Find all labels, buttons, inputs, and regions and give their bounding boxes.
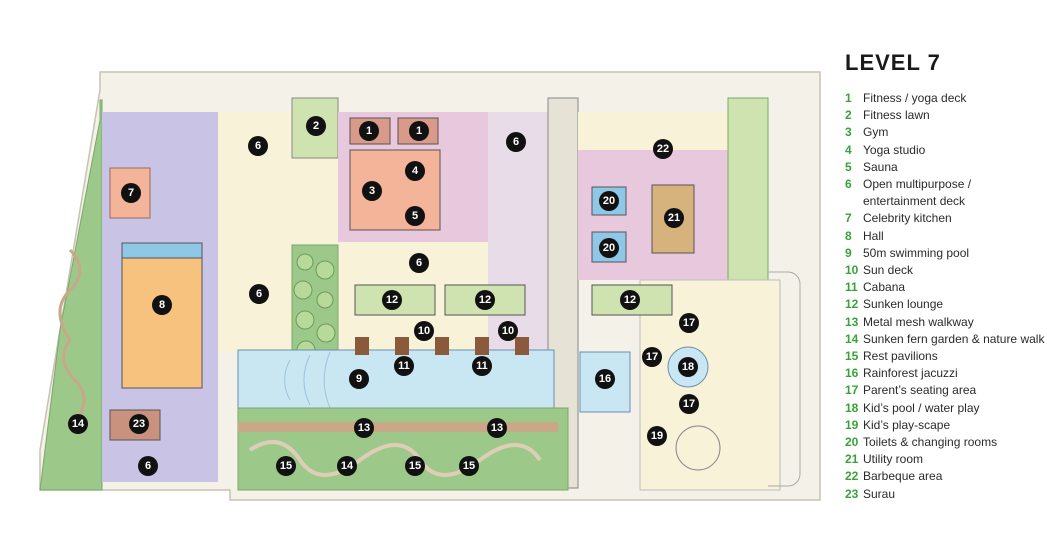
marker-utility-room: 21 xyxy=(664,208,684,228)
marker-sunken-lounge: 12 xyxy=(382,290,402,310)
marker-sunken-lounge: 12 xyxy=(620,290,640,310)
marker-cabana: 11 xyxy=(472,356,492,376)
marker-rainforest-jacuzzi: 16 xyxy=(595,369,615,389)
marker-rest-pavilion: 15 xyxy=(459,456,479,476)
marker-swimming-pool: 9 xyxy=(349,369,369,389)
marker-multipurpose-deck: 6 xyxy=(249,284,269,304)
cabanas xyxy=(355,337,529,355)
marker-fitness-yoga-deck: 1 xyxy=(409,121,429,141)
celebrity-kitchen-area xyxy=(109,167,151,219)
marker-yoga-studio: 4 xyxy=(405,161,425,181)
marker-celebrity-kitchen: 7 xyxy=(121,183,141,203)
nature-walk-path-left xyxy=(58,248,86,431)
gym-room xyxy=(349,149,441,231)
right-terrace-outline xyxy=(768,271,801,487)
nature-walk-path xyxy=(248,440,542,477)
legend-title: LEVEL 7 xyxy=(845,50,941,75)
marker-surau: 23 xyxy=(129,414,149,434)
marker-toilets: 20 xyxy=(599,238,619,258)
marker-toilets: 20 xyxy=(599,191,619,211)
marker-fern-garden: 14 xyxy=(68,414,88,434)
marker-fitness-yoga-deck: 1 xyxy=(359,121,379,141)
hall-toilets xyxy=(121,242,203,259)
marker-sun-deck: 10 xyxy=(414,321,434,341)
fern-garden-left xyxy=(39,99,103,491)
marker-hall: 8 xyxy=(152,295,172,315)
marker-multipurpose-deck: 6 xyxy=(248,136,268,156)
marker-barbeque-area: 22 xyxy=(653,139,673,159)
pool-ripples xyxy=(284,351,331,409)
marker-cabana: 11 xyxy=(394,356,414,376)
marker-metal-mesh-walkway: 13 xyxy=(487,418,507,438)
marker-multipurpose-deck: 6 xyxy=(409,253,429,273)
marker-parents-seating: 17 xyxy=(642,347,662,367)
marker-fitness-lawn: 2 xyxy=(306,116,326,136)
marker-kids-pool: 18 xyxy=(678,357,698,377)
marker-kids-playscape: 19 xyxy=(647,426,667,446)
marker-sauna: 5 xyxy=(405,206,425,226)
marker-parents-seating: 17 xyxy=(679,313,699,333)
marker-rest-pavilion: 15 xyxy=(405,456,425,476)
hall-area xyxy=(121,257,203,389)
marker-metal-mesh-walkway: 13 xyxy=(354,418,374,438)
metal-mesh-walkway xyxy=(238,422,558,432)
kids-play-ring xyxy=(675,425,721,471)
marker-rest-pavilion: 15 xyxy=(276,456,296,476)
marker-parents-seating: 17 xyxy=(679,394,699,414)
marker-gym: 3 xyxy=(362,181,382,201)
marker-multipurpose-deck: 6 xyxy=(506,132,526,152)
marker-sun-deck: 10 xyxy=(498,321,518,341)
marker-sunken-lounge: 12 xyxy=(475,290,495,310)
marker-fern-garden: 14 xyxy=(337,456,357,476)
marker-multipurpose-deck: 6 xyxy=(138,456,158,476)
